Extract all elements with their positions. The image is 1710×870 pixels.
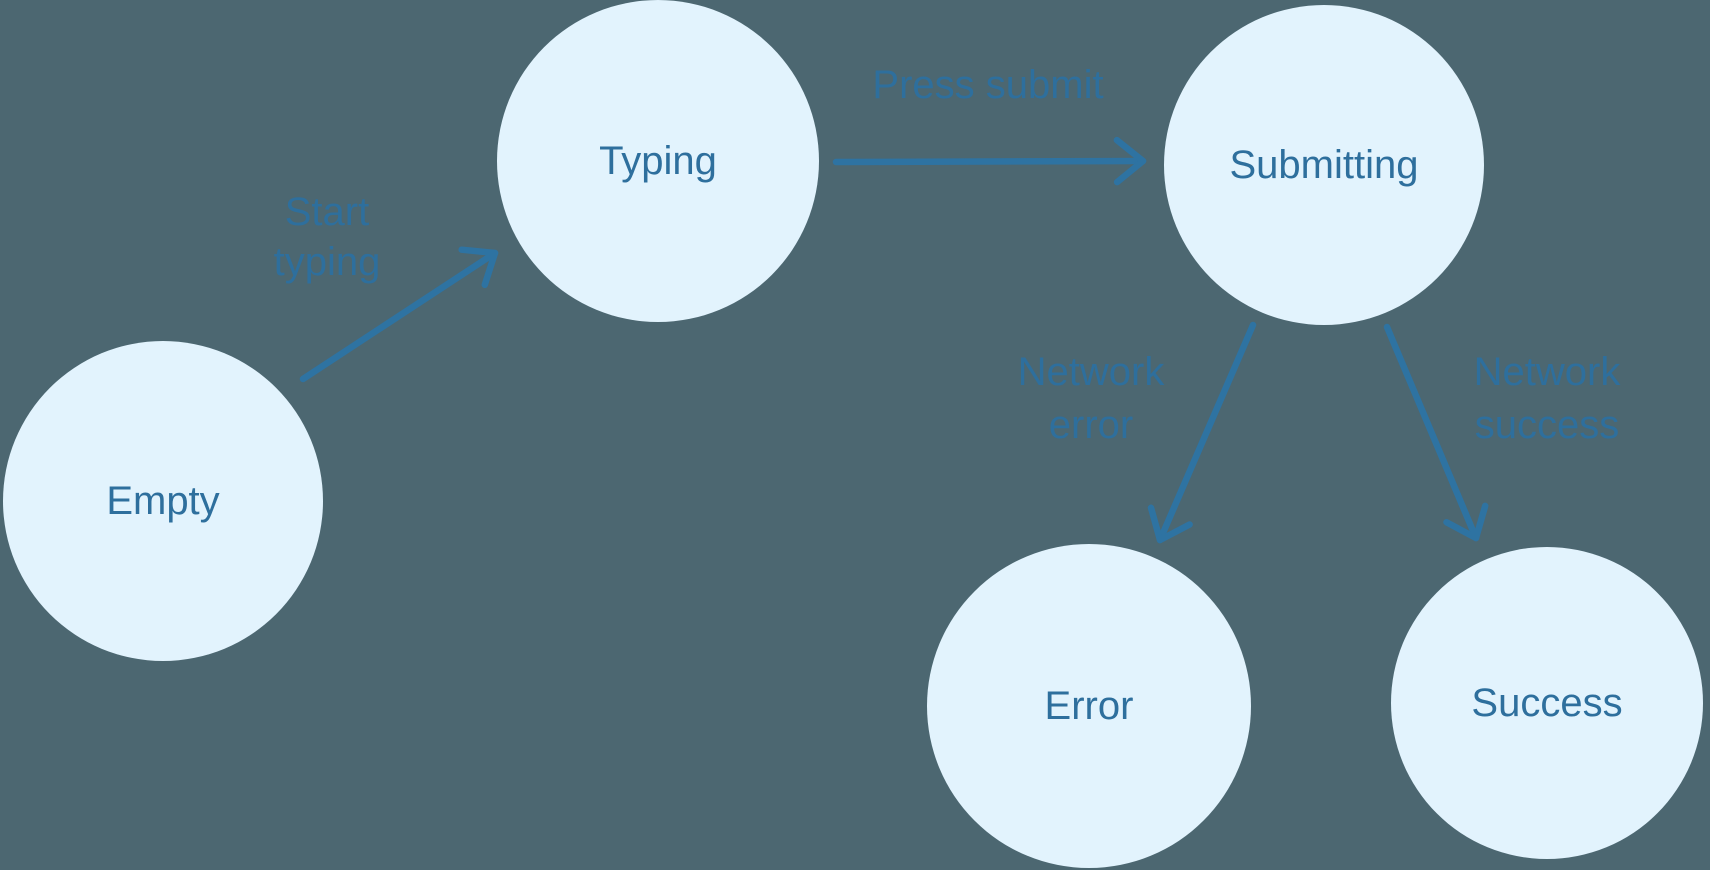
state-node-success[interactable]: Success [1391, 547, 1703, 859]
arrowhead-icon [458, 246, 499, 289]
state-node-typing[interactable]: Typing [497, 0, 819, 322]
transition-label: Press submit [872, 63, 1103, 107]
transition-arrow-line [1383, 323, 1480, 542]
arrowhead-icon [1113, 136, 1147, 186]
transition-arrow-line [299, 249, 499, 383]
state-circle [1164, 5, 1484, 325]
state-node-submitting[interactable]: Submitting [1164, 5, 1484, 325]
state-circle [3, 341, 323, 661]
arrowhead-icon [1443, 502, 1489, 542]
transition-arrow-line [1156, 321, 1257, 544]
state-node-empty[interactable]: Empty [3, 341, 323, 661]
state-circle [497, 0, 819, 322]
arrowhead-icon [1147, 504, 1193, 544]
state-circle [1391, 547, 1703, 859]
transition-arrow-line [832, 157, 1147, 166]
transition-typing-to-submitting[interactable]: Press submit [832, 63, 1147, 186]
state-node-error[interactable]: Error [927, 544, 1251, 868]
state-circle [927, 544, 1251, 868]
